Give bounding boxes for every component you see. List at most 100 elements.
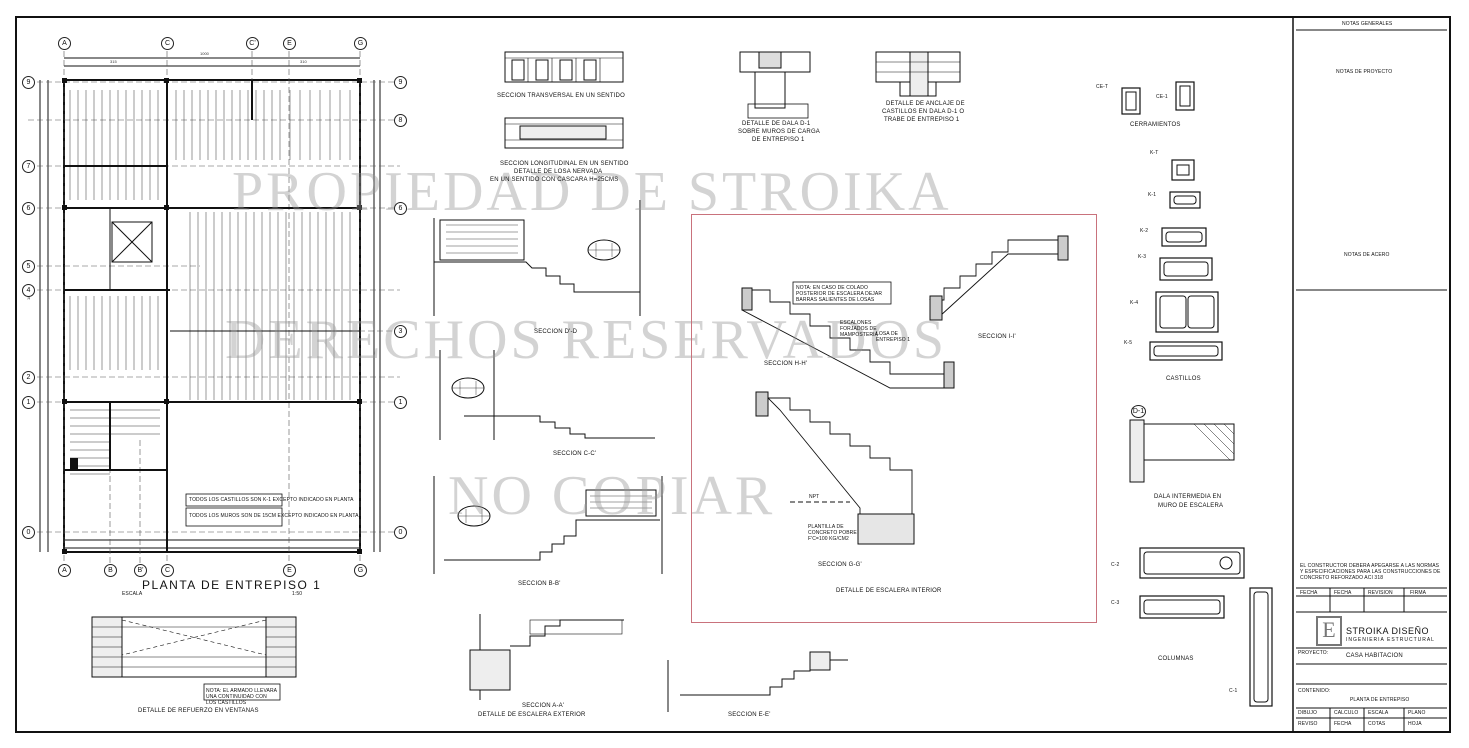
- interior-stair-frame: [691, 214, 1097, 623]
- columna-c-1-label: C-1: [1229, 688, 1238, 694]
- columnas-title: COLUMNAS: [1158, 656, 1194, 662]
- axis-bubble-top-c-prime: C': [246, 37, 259, 50]
- cerramientos-drawings: [1121, 81, 1195, 115]
- rev-header-4: FIRMA: [1410, 590, 1427, 596]
- columna-c-3-label: C-3: [1111, 600, 1120, 606]
- company-subtitle: INGENIERIA ESTRUCTURAL: [1346, 637, 1435, 643]
- section-b-label: SECCION B-B': [518, 581, 561, 587]
- plan-note-castillos: TODOS LOS CASTILLOS SON K-1 EXCEPTO INDI…: [189, 497, 354, 503]
- axis-bubble-left-7: 7: [22, 160, 35, 173]
- castillo-k-2-label: K-2: [1140, 228, 1149, 234]
- dala-title-line-1: DETALLE DE DALA D-1: [742, 121, 811, 127]
- interior-stair-lines: [741, 235, 1069, 545]
- castillo-k-4-label: K-4: [1130, 300, 1139, 306]
- axis-bubble-bottom-g: G: [354, 564, 367, 577]
- rev-header-2: FECHA: [1334, 590, 1352, 596]
- constructor-disclaimer: EL CONSTRUCTOR DEBERA APEGARSE A LAS NOR…: [1300, 563, 1441, 581]
- axis-bubble-top-e: E: [283, 37, 296, 50]
- notas-generales-title: NOTAS GENERALES: [1342, 21, 1393, 27]
- dala-title-line-2: SOBRE MUROS DE CARGA: [738, 129, 821, 135]
- proyecto-label: PROYECTO:: [1298, 650, 1329, 656]
- dala-intermedia-tag: D-1: [1131, 405, 1146, 418]
- axis-bubble-left-2: 2: [22, 371, 35, 384]
- axis-bubble-bottom-c: C: [161, 564, 174, 577]
- section-a-lines: [469, 614, 624, 700]
- castillo-k-t-label: K-T: [1150, 150, 1159, 156]
- axis-bubble-left-6: 6: [22, 202, 35, 215]
- section-c-lines: [439, 350, 655, 440]
- footer-plano: PLANO: [1408, 710, 1426, 716]
- interior-losa-label: LOSA DE ENTREPISO 1: [876, 331, 911, 343]
- svg-text:315: 315: [110, 59, 117, 64]
- plan-scale-label: ESCALA: [122, 591, 143, 597]
- castillos-title: CASTILLOS: [1166, 376, 1201, 382]
- interior-section-i: SECCION I-I': [978, 334, 1016, 340]
- axis-bubble-top-g: G: [354, 37, 367, 50]
- castillos-drawings: [1149, 159, 1223, 361]
- ventanas-note: NOTA: EL ARMADO LLEVARA UNA CONTINUIDAD …: [206, 688, 277, 706]
- anclaje-detail: [875, 51, 961, 97]
- footer-escala: ESCALA: [1368, 710, 1389, 716]
- stroika-logo: E: [1316, 616, 1342, 646]
- losa-title-line-1: DETALLE DE LOSA NERVADA: [514, 169, 603, 175]
- dala-intermedia-title-line-2: MURO DE ESCALERA: [1158, 503, 1224, 509]
- axis-bubble-left-0: 0: [22, 526, 35, 539]
- interior-stair-title: DETALLE DE ESCALERA INTERIOR: [836, 588, 942, 594]
- axis-bubble-top-a: A: [58, 37, 71, 50]
- cerramientos-title: CERRAMIENTOS: [1130, 122, 1181, 128]
- losa-nervada-detail: [504, 51, 624, 149]
- axis-bubble-left-5: 5: [22, 260, 35, 273]
- columnas-drawings: [1139, 547, 1273, 707]
- axis-bubble-right-8: 8: [394, 114, 407, 127]
- ce-t-label: CE-T: [1096, 84, 1109, 90]
- axis-bubble-left-1: 1: [22, 396, 35, 409]
- plan-joist-hatch: [69, 90, 351, 475]
- company-name: STROIKA DISEÑO: [1346, 626, 1430, 636]
- axis-bubble-bottom-b: B: [104, 564, 117, 577]
- section-b-lines: [433, 476, 663, 574]
- notas-acero-title: NOTAS DE ACERO: [1344, 252, 1390, 258]
- svg-text:1000: 1000: [200, 51, 210, 56]
- dala-title-line-3: DE ENTREPISO 1: [752, 137, 805, 143]
- losa-section-longitudinal: SECCION LONGITUDINAL EN UN SENTIDO: [500, 161, 629, 167]
- axis-bubble-right-6: 6: [394, 202, 407, 215]
- floor-plan-outline: [39, 57, 381, 553]
- plan-columns: [62, 78, 362, 554]
- proyecto-value: CASA HABITACION: [1346, 653, 1403, 659]
- plan-walls: [64, 80, 360, 552]
- castillo-k-5-label: K-5: [1124, 340, 1133, 346]
- axis-bubble-top-c: C: [161, 37, 174, 50]
- losa-section-transversal: SECCION TRANSVERSAL EN UN SENTIDO: [497, 93, 625, 99]
- footer-hoja: HOJA: [1408, 721, 1422, 727]
- footer-dibujo: DIBUJO: [1298, 710, 1317, 716]
- castillo-k-1-label: K-1: [1148, 192, 1157, 198]
- drawing-sheet-frame: [15, 16, 1451, 733]
- dala-intermedia-title-line-1: DALA INTERMEDIA EN: [1154, 494, 1222, 500]
- title-block-lines: [1292, 18, 1447, 731]
- rev-header-3: REVISION: [1368, 590, 1393, 596]
- dala-intermedia-drawing: [1129, 419, 1235, 483]
- axis-bubble-right-1: 1: [394, 396, 407, 409]
- losa-title-line-2: EN UN SENTIDO CON CASCARA h=25cms: [490, 177, 619, 183]
- axis-bubble-bottom-b-prime: B': [134, 564, 147, 577]
- columna-c-2-label: C-2: [1111, 562, 1120, 568]
- section-c-label: SECCION C-C': [553, 451, 597, 457]
- interior-section-g: SECCION G-G': [818, 562, 862, 568]
- contenido-label: CONTENIDO:: [1298, 688, 1331, 694]
- exterior-stair-title: DETALLE DE ESCALERA EXTERIOR: [478, 712, 586, 718]
- footer-cotas: COTAS: [1368, 721, 1386, 727]
- dala-d1-detail: [739, 51, 811, 119]
- axis-bubble-right-9: 9: [394, 76, 407, 89]
- interior-plantilla-label: PLANTILLA DE CONCRETO POBRE f'c=100 kg/c…: [808, 524, 857, 542]
- plan-title: PLANTA DE ENTREPISO 1: [142, 578, 322, 592]
- axis-bubble-left-9: 9: [22, 76, 35, 89]
- rev-header-1: FECHA: [1300, 590, 1318, 596]
- footer-calculo: CALCULO: [1334, 710, 1359, 716]
- axis-bubble-right-0: 0: [394, 526, 407, 539]
- footer-reviso: REVISO: [1298, 721, 1318, 727]
- svg-text:310: 310: [300, 59, 307, 64]
- ce-1-label: CE-1: [1156, 94, 1168, 100]
- interior-escalones-label: ESCALONES FORJADOS DE MAMPOSTERIA: [840, 320, 879, 338]
- section-d-lines: [433, 200, 641, 316]
